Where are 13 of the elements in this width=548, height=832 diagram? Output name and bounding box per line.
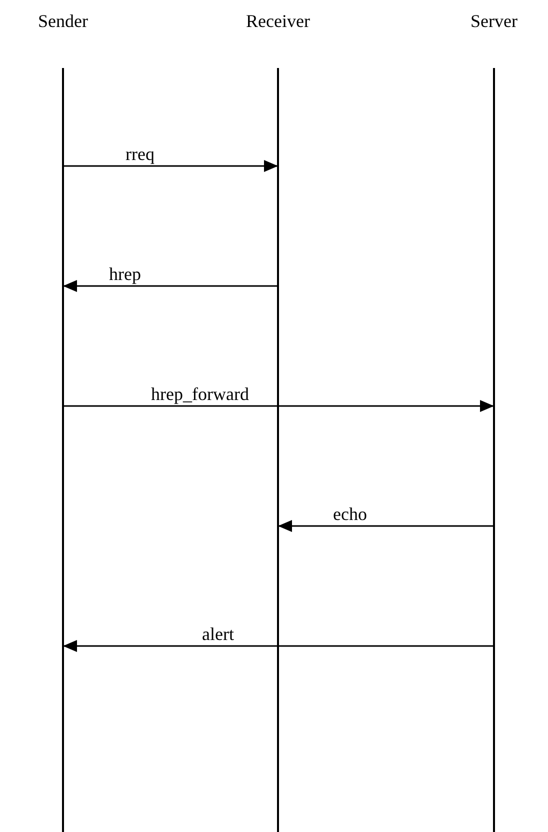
participant-label: Server (470, 10, 518, 32)
message-arrow (63, 640, 494, 652)
participant-label: Sender (38, 10, 88, 32)
edge-label: echo (333, 504, 367, 524)
edge-label: hrep_forward (151, 384, 249, 404)
edge-label: alert (202, 624, 234, 644)
message-arrow (63, 400, 494, 412)
message-arrow (63, 160, 278, 172)
message-arrow (63, 280, 278, 292)
edge-label: hrep (109, 264, 141, 284)
message-arrow (278, 520, 494, 532)
edge-label: rreq (126, 144, 154, 164)
participant-label: Receiver (246, 10, 310, 32)
